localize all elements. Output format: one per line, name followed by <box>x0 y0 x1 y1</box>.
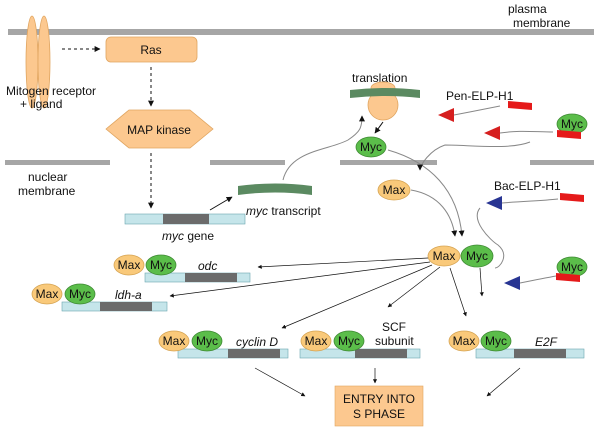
ras-box <box>105 36 198 63</box>
arrow-myc-complex <box>387 149 465 237</box>
arrow-e2f-entry <box>486 367 521 397</box>
bac-elp-red-1 <box>560 193 584 202</box>
arrow-cyclin-entry <box>254 367 306 397</box>
arrow-to-e2f <box>479 267 484 297</box>
arrow-transcript-translation <box>282 115 365 181</box>
arrow-to-ldh <box>169 261 431 298</box>
cyclin-max-label: Max <box>163 334 186 348</box>
myc-gene <box>124 213 246 225</box>
entry-s-phase-box <box>334 385 424 427</box>
nuclear-membrane-seg1 <box>5 160 110 165</box>
plasma-membrane-label: plasma <box>508 2 547 16</box>
translation-label: translation <box>352 71 407 85</box>
bac-elp-red-2 <box>556 273 580 282</box>
arrow-to-scf <box>387 266 441 308</box>
complex-myc-label: Myc <box>466 249 488 263</box>
bac-triangle-2 <box>504 276 520 290</box>
ldh-max-label: Max <box>36 287 59 301</box>
odc-gene-group <box>113 254 251 283</box>
arrow-to-cyclin <box>281 264 433 329</box>
ldh-myc-label: Myc <box>69 287 91 301</box>
complex-myc <box>460 244 494 268</box>
myc-transcript-label: myc transcript <box>246 204 321 218</box>
scf-max-label: Max <box>305 334 328 348</box>
max-free-label: Max <box>383 183 406 197</box>
entry-s-phase-label: ENTRY INTO <box>343 392 415 406</box>
map-kinase-box <box>105 109 214 149</box>
bac-elp-chain-2 <box>519 275 557 284</box>
bac-to-complex-line <box>476 207 505 269</box>
cyclin-label: cyclin D <box>236 335 278 349</box>
ras-label: Ras <box>140 43 161 57</box>
e2f-myc-label: Myc <box>485 334 507 348</box>
ldh-label: ldh-a <box>115 288 142 302</box>
myc-pen-bound-label: Myc <box>561 117 583 131</box>
odc-myc-label: Myc <box>150 258 172 272</box>
receptor-label: Mitogen receptor <box>6 84 96 98</box>
translation-mrna <box>350 88 420 98</box>
nuclear-membrane-seg4 <box>530 160 594 165</box>
cyclin-myc-label: Myc <box>196 334 218 348</box>
odc-max-label: Max <box>118 258 141 272</box>
scf-myc-label: Myc <box>338 334 360 348</box>
complex-max <box>427 245 461 267</box>
arrow-to-odc <box>257 257 429 269</box>
myc-cytoplasm <box>355 136 387 158</box>
mitogen-receptor <box>25 15 51 109</box>
e2f-label: E2F <box>535 335 558 349</box>
plasma-membrane <box>8 29 594 35</box>
map-kinase-label: MAP kinase <box>127 123 191 137</box>
e2f-max-label: Max <box>453 334 476 348</box>
pen-elp-chain-2 <box>499 130 554 134</box>
nuclear-membrane-seg2 <box>210 160 285 165</box>
pen-elp-label: Pen-ELP-H1 <box>446 89 514 103</box>
bac-triangle-1 <box>486 196 502 210</box>
bac-elp-chain-1 <box>501 198 559 204</box>
complex-max-label: Max <box>433 249 456 263</box>
entry-s-phase-label-2: S PHASE <box>353 407 405 421</box>
arrow-gene-transcript <box>209 196 233 211</box>
nuclear-membrane-label-2: membrane <box>18 184 76 198</box>
pen-elp-red-2 <box>557 130 581 139</box>
odc-label: odc <box>198 259 217 273</box>
nuclear-membrane-label: nuclear <box>28 170 67 184</box>
pen-elp-chain-1 <box>453 105 501 116</box>
max-free <box>377 179 411 201</box>
scf-label-2: subunit <box>375 334 414 348</box>
plasma-membrane-label-2: membrane <box>513 16 571 30</box>
arrow-translation-myc <box>374 121 384 134</box>
receptor-label-2: + ligand <box>20 97 62 111</box>
scf-label: SCF <box>382 320 406 334</box>
myc-cytoplasm-label: Myc <box>360 140 382 154</box>
bac-elp-label: Bac-ELP-H1 <box>494 179 561 193</box>
cyclin-gene-group <box>158 330 289 359</box>
scf-gene-group <box>299 330 421 359</box>
nuclear-membrane-seg3 <box>340 160 437 165</box>
pen-triangle-2 <box>484 126 500 140</box>
arrow-to-e2f-2 <box>449 267 467 317</box>
myc-gene-label: myc gene <box>162 229 214 243</box>
pen-triangle-1 <box>438 108 454 122</box>
e2f-gene-group <box>448 330 585 359</box>
myc-transcript-mrna <box>238 183 312 195</box>
ldh-gene-group <box>31 283 168 312</box>
arrow-max-complex <box>410 189 458 237</box>
pen-elp-red-1 <box>508 101 532 110</box>
pen-myc-import-line <box>417 141 531 171</box>
myc-bac-bound-label: Myc <box>561 260 583 274</box>
